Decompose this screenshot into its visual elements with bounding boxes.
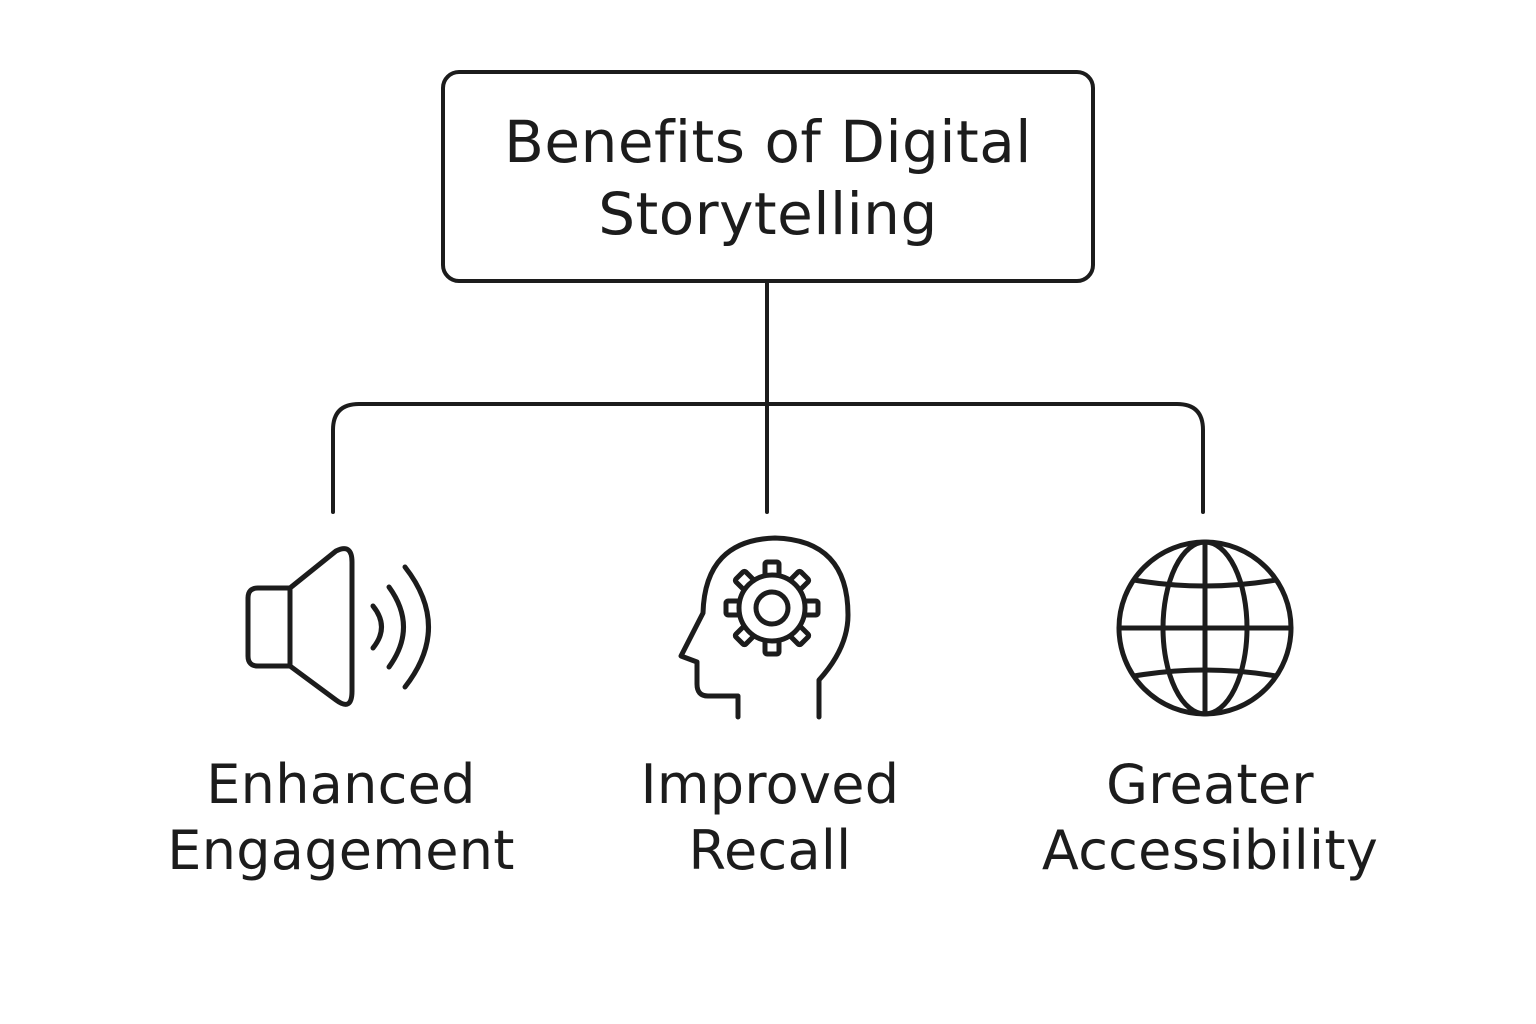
benefit-1-line-1: Enhanced	[206, 753, 476, 816]
benefit-3-line-2: Accessibility	[1041, 819, 1379, 882]
speaker-icon	[232, 536, 452, 726]
benefit-2-line-1: Improved	[640, 753, 900, 816]
benefit-label-greater-accessibility: Greater Accessibility	[1000, 752, 1420, 884]
title-line-1: Benefits of Digital	[504, 107, 1032, 176]
title-box: Benefits of Digital Storytelling	[441, 70, 1095, 283]
diagram-title: Benefits of Digital Storytelling	[504, 104, 1032, 250]
title-line-2: Storytelling	[598, 179, 938, 248]
benefit-label-enhanced-engagement: Enhanced Engagement	[131, 752, 551, 884]
head-gear-icon	[660, 525, 870, 730]
benefit-2-line-2: Recall	[688, 819, 852, 882]
branch-connector	[331, 402, 1205, 514]
benefit-1-line-2: Engagement	[167, 819, 515, 882]
benefit-label-improved-recall: Improved Recall	[560, 752, 980, 884]
benefit-3-line-1: Greater	[1106, 753, 1314, 816]
globe-icon	[1110, 533, 1300, 723]
